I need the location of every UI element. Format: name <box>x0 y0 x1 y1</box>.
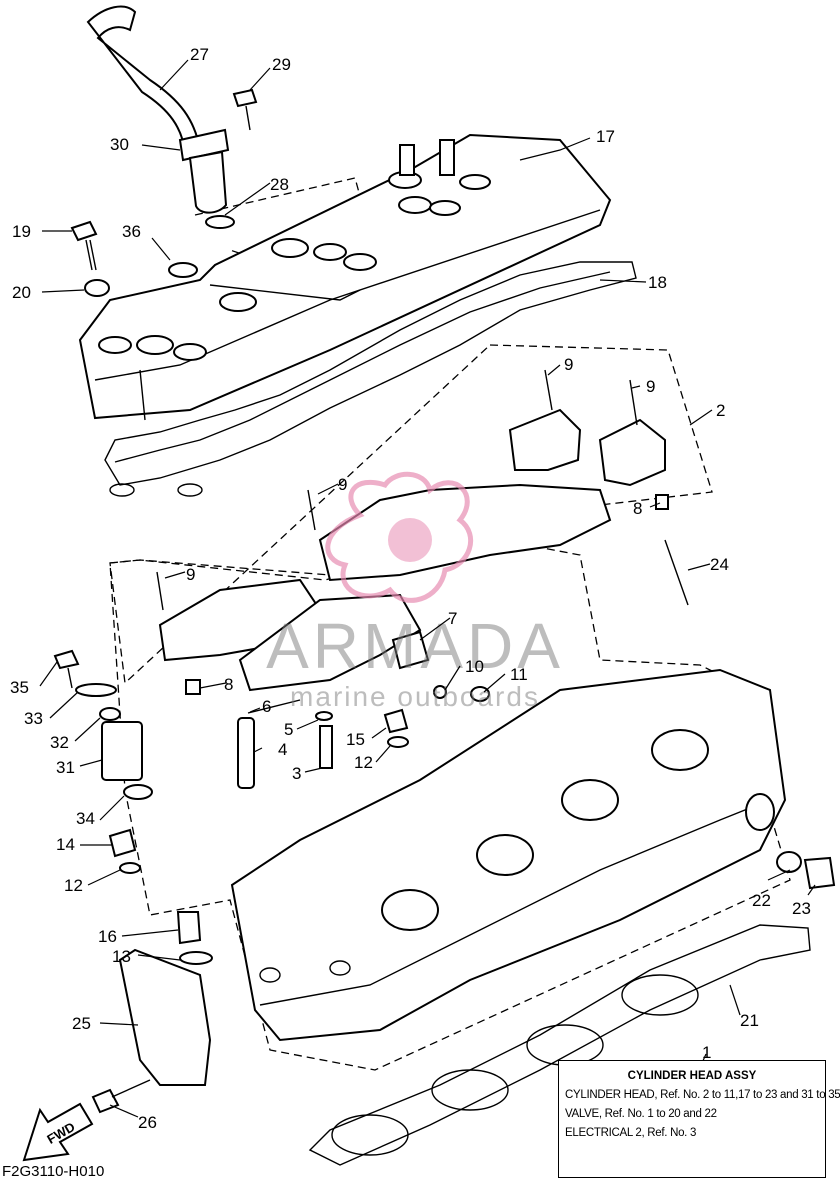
callout-23: 23 <box>792 899 811 918</box>
callout-28: 28 <box>270 175 289 194</box>
callout-8-a: 8 <box>633 499 642 518</box>
leader-lines <box>39 59 816 1118</box>
watermark-tagline: marine outboards <box>290 681 540 712</box>
callout-34: 34 <box>76 809 95 828</box>
callout-25: 25 <box>72 1014 91 1033</box>
callout-18: 18 <box>648 273 667 292</box>
legend-title: CYLINDER HEAD ASSY <box>627 1070 757 1082</box>
callout-29: 29 <box>272 55 291 74</box>
sensor-parts-stack <box>53 649 153 874</box>
callout-4: 4 <box>278 740 287 759</box>
plug-36 <box>168 262 198 278</box>
figure-code: F2G3110-H010 <box>2 1163 105 1180</box>
callout-35: 35 <box>10 678 29 697</box>
callout-9-c: 9 <box>338 475 347 494</box>
callout-17: 17 <box>596 127 615 146</box>
callout-14: 14 <box>56 835 75 854</box>
callout-22: 22 <box>752 891 771 910</box>
bolt-26 <box>91 1079 151 1114</box>
watermark-brand: ARMADA <box>266 610 564 682</box>
valve-cover-gasket-inner <box>114 271 611 463</box>
callout-24: 24 <box>710 555 729 574</box>
assembly-legend: CYLINDER HEAD ASSY CYLINDER HEAD, Ref. N… <box>558 1060 840 1178</box>
callout-27: 27 <box>190 45 209 64</box>
valve-cover-gasket <box>104 261 637 486</box>
legend-line-valve: VALVE, Ref. No. 1 to 20 and 22 <box>565 1108 717 1120</box>
callout-1: 1 <box>702 1043 711 1062</box>
breather-hose <box>86 5 230 214</box>
gasket-tab <box>109 483 135 497</box>
callout-11: 11 <box>510 665 528 684</box>
callout-8-b: 8 <box>224 675 233 694</box>
cylinder-head <box>230 668 787 1042</box>
head-gasket <box>308 924 811 1166</box>
valve-parts <box>176 494 836 965</box>
callout-21: 21 <box>740 1011 759 1030</box>
fwd-arrow: FWD <box>22 1102 94 1162</box>
callout-15: 15 <box>346 730 365 749</box>
o-ring-28 <box>205 215 235 229</box>
gasket-tab <box>177 483 203 497</box>
valve-cover <box>78 133 612 421</box>
callout-36: 36 <box>122 222 141 241</box>
bracket-25 <box>118 948 212 1086</box>
callout-12-b: 12 <box>64 876 83 895</box>
callout-9-b: 9 <box>646 377 655 396</box>
callout-26: 26 <box>138 1113 157 1132</box>
callout-numbers: 27 29 30 17 28 19 36 20 18 9 9 2 9 8 24 … <box>10 45 811 1132</box>
callout-3: 3 <box>292 764 301 783</box>
grommet-20 <box>84 279 110 297</box>
callout-6: 6 <box>262 697 271 716</box>
callout-19: 19 <box>12 222 31 241</box>
callout-33: 33 <box>24 709 43 728</box>
callout-7: 7 <box>448 609 457 628</box>
callout-9-d: 9 <box>186 565 195 584</box>
callout-13: 13 <box>112 947 131 966</box>
callout-5: 5 <box>284 720 293 739</box>
armada-watermark: ARMADA marine outboards <box>266 471 564 712</box>
camshaft-cap-group <box>158 408 666 692</box>
legend-line-electrical: ELECTRICAL 2, Ref. No. 3 <box>565 1127 697 1139</box>
callout-12-a: 12 <box>354 753 373 772</box>
callout-30: 30 <box>110 135 129 154</box>
legend-line-cylinder-head: CYLINDER HEAD, Ref. No. 2 to 11,17 to 23… <box>565 1089 840 1101</box>
callout-16: 16 <box>98 927 117 946</box>
camshaft-cap-group-outline <box>109 344 713 685</box>
cam-bolts <box>156 369 689 611</box>
bolt-29 <box>232 88 258 131</box>
cover-bolt-19 <box>70 220 98 271</box>
callout-31: 31 <box>56 758 75 777</box>
callout-20: 20 <box>12 283 31 302</box>
callout-2: 2 <box>716 401 725 420</box>
callout-32: 32 <box>50 733 69 752</box>
callout-10: 10 <box>465 657 484 676</box>
callout-9-a: 9 <box>564 355 573 374</box>
